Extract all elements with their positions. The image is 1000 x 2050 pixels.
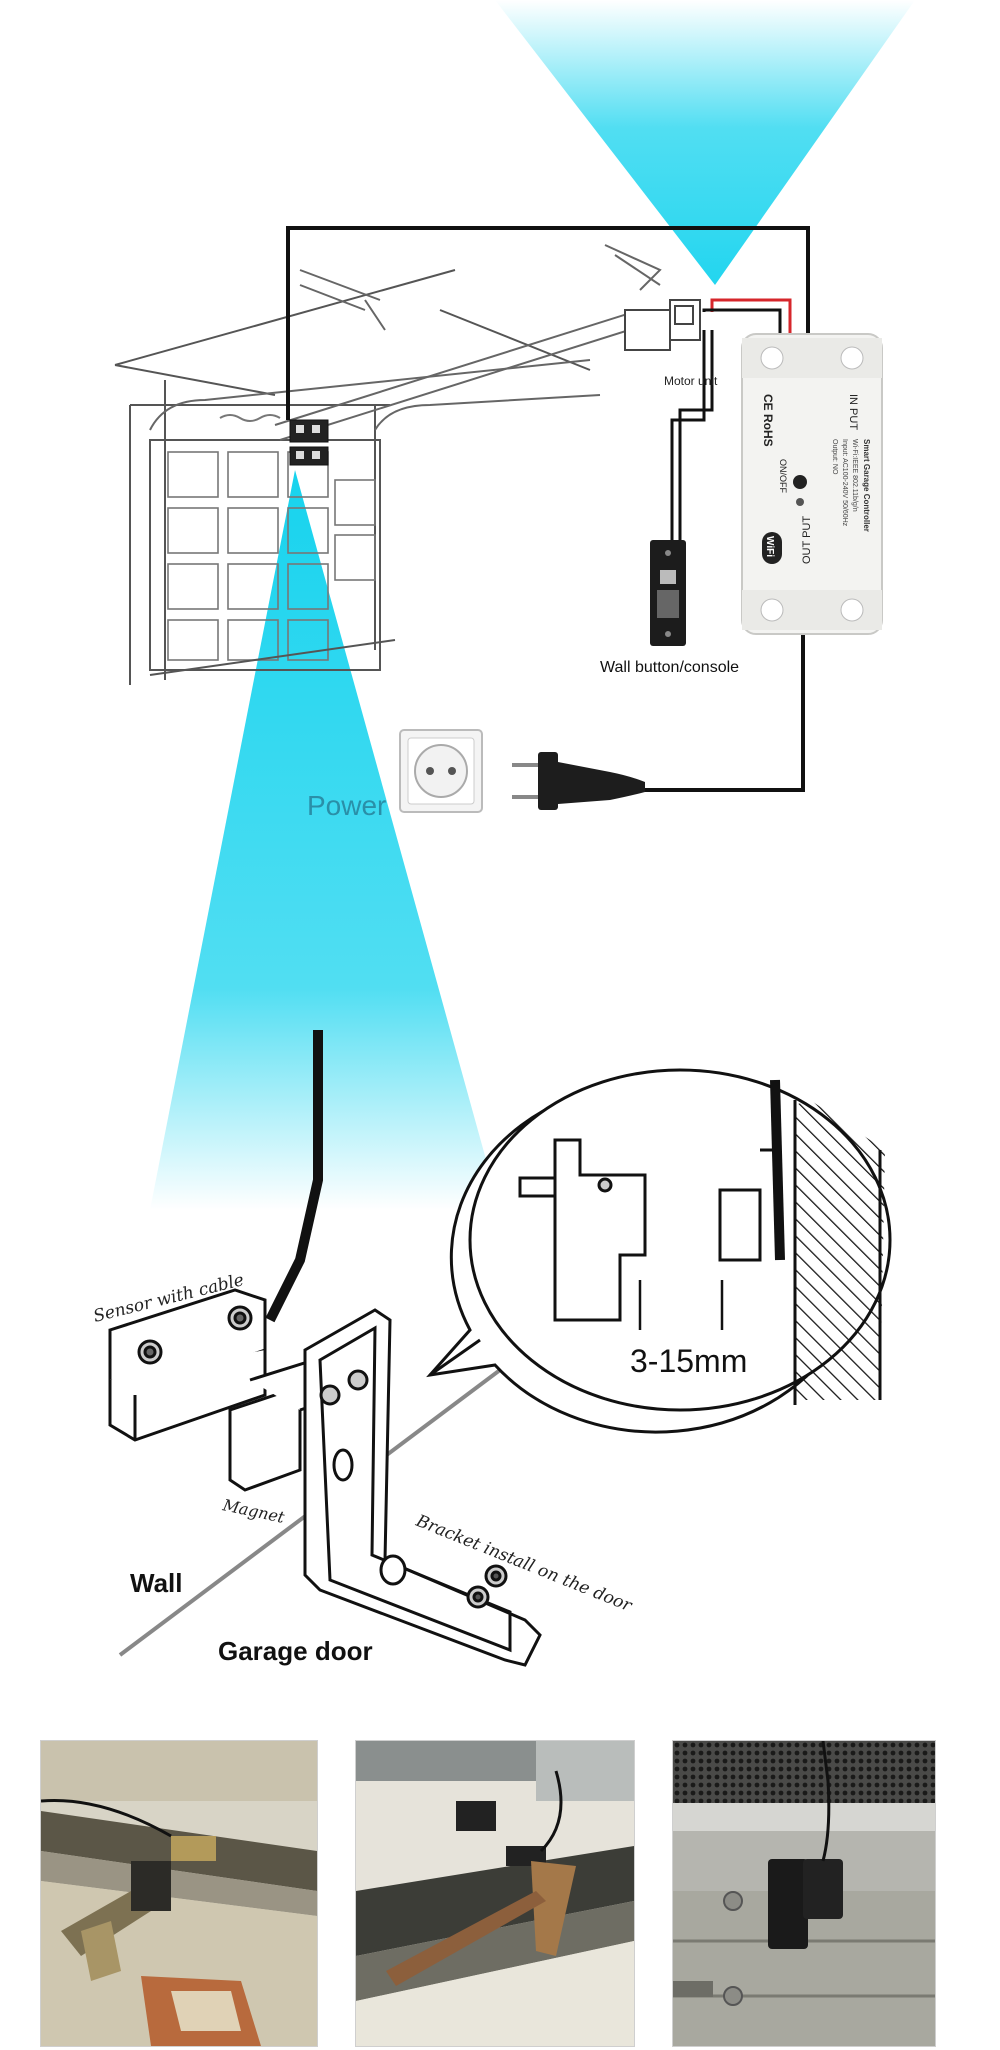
photo-1-image — [41, 1741, 317, 2046]
gap-measurement-label: 3-15mm — [630, 1343, 747, 1379]
wiring — [286, 226, 810, 792]
installation-diagram: Motor unit Wall button/console IN PUT OU… — [91, 0, 915, 1667]
power-plug — [512, 752, 645, 810]
door-sensor-small — [289, 419, 329, 466]
controller-output-label: OUT PUT — [801, 516, 813, 564]
photo-2-image — [356, 1741, 634, 2046]
controller-led — [796, 498, 804, 506]
controller-onoff-label: ON/OFF — [778, 459, 788, 493]
controller-spec-line1: Wi-Fi:IEEE 802.11b/g/n — [851, 439, 858, 512]
controller-input-label: IN PUT — [847, 394, 859, 430]
smart-garage-controller: IN PUT OUT PUT CE RoHS Smart Garage Cont… — [741, 333, 883, 635]
signal-beam-top — [495, 0, 915, 285]
controller-cert-label: CE RoHS — [761, 394, 775, 447]
photo-2 — [355, 1740, 635, 2047]
controller-spec-line3: Output: NO — [831, 439, 838, 475]
power-socket — [399, 729, 483, 813]
controller-spec-line2: Input: AC100-240V 50/60Hz — [841, 439, 848, 527]
wall-button-console — [650, 540, 686, 646]
controller-power-button — [793, 475, 807, 489]
photo-3-image — [673, 1741, 935, 2046]
photo-1 — [40, 1740, 318, 2047]
wall-button-label: Wall button/console — [600, 659, 739, 676]
sensor-install-drawing — [108, 1030, 892, 1667]
power-label: Power — [307, 790, 386, 821]
motor-unit-label: Motor unit — [664, 374, 718, 388]
magnet-label: Magnet — [220, 1495, 286, 1527]
garage-door-label: Garage door — [218, 1636, 373, 1666]
signal-beam-bottom — [150, 470, 500, 1210]
wall-label: Wall — [130, 1568, 182, 1598]
controller-spec-title: Smart Garage Controller — [862, 439, 871, 532]
wifi-badge: WiFi — [764, 536, 775, 557]
photo-3 — [672, 1740, 936, 2047]
garage-door-opener-drawing — [114, 244, 701, 685]
